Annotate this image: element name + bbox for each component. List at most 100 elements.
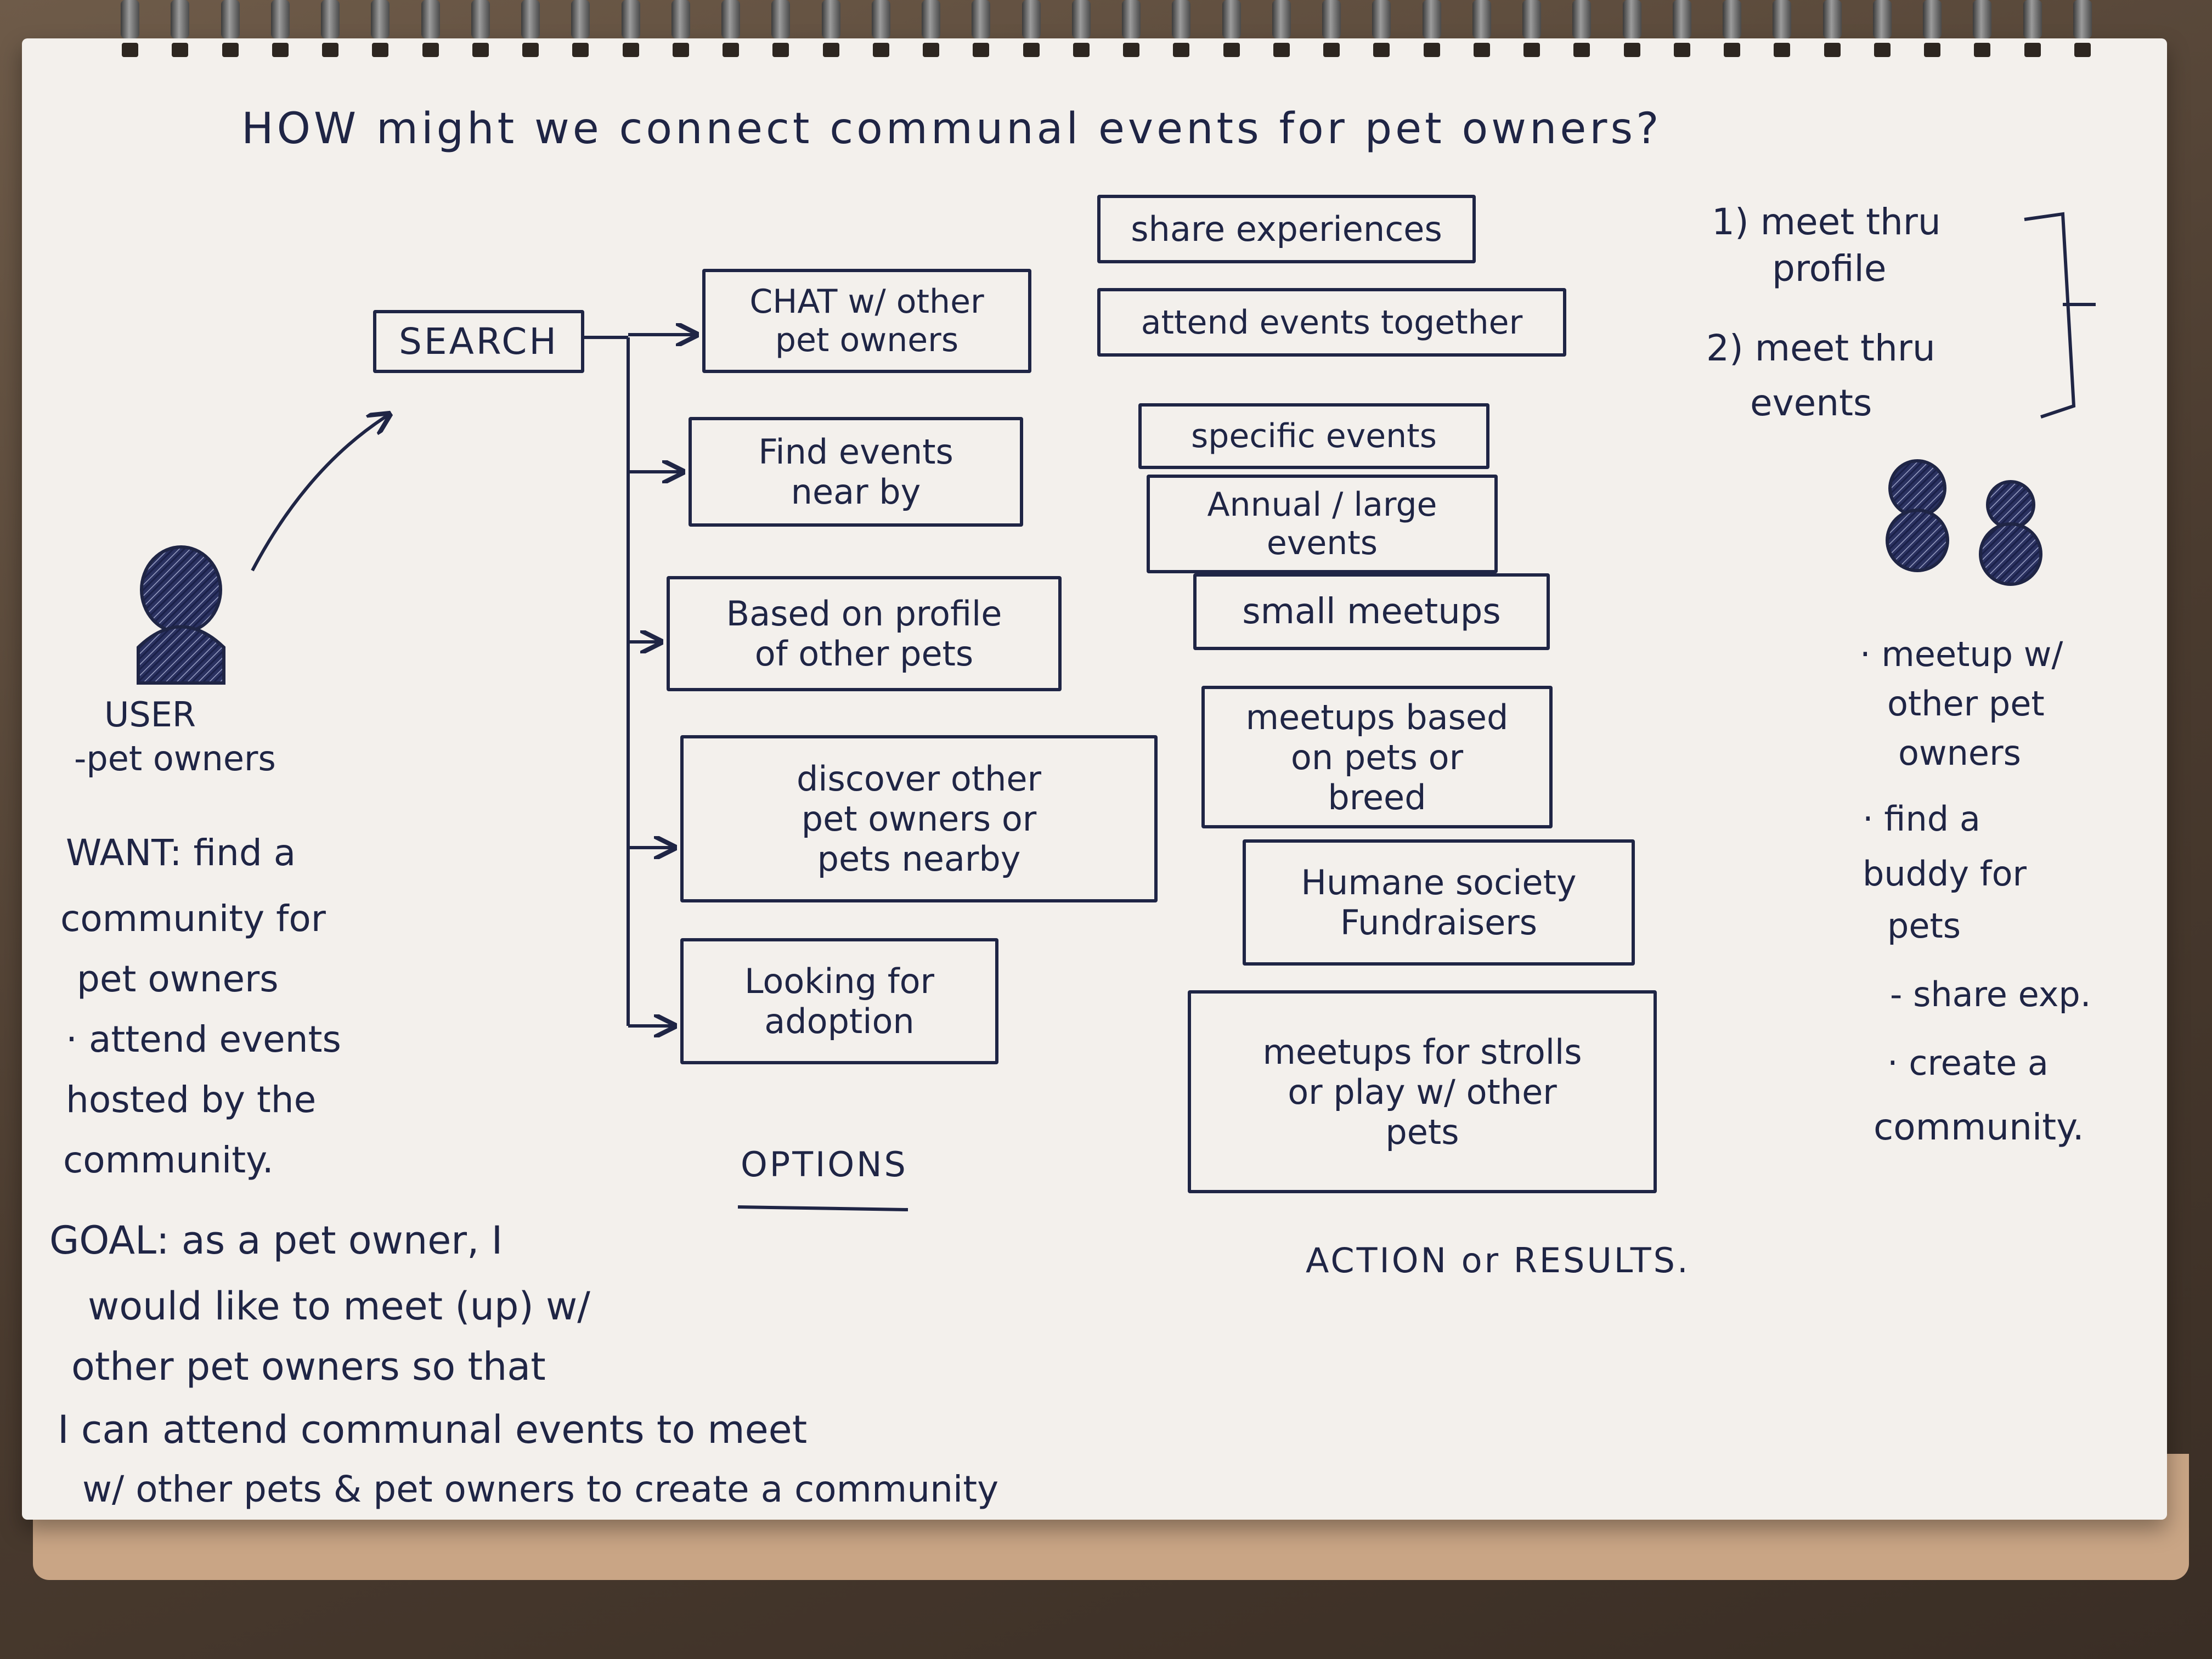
right-bullet: - share exp. [1890, 974, 2091, 1014]
option-line: pet owners or [801, 799, 1037, 839]
result-line: Fundraisers [1340, 902, 1538, 943]
binding-hole [873, 43, 889, 57]
spiral-ring [1172, 0, 1190, 38]
binding-hole [1774, 43, 1790, 57]
search-box: SEARCH [373, 310, 584, 373]
spiral-ring [2073, 0, 2092, 38]
spiral-ring [421, 0, 440, 38]
spiral-ring [1522, 0, 1541, 38]
page-title: HOW might we connect communal events for… [241, 104, 1662, 154]
binding-hole [1573, 43, 1590, 57]
result-line: or play w/ other [1288, 1071, 1557, 1112]
spiral-ring [521, 0, 540, 38]
binding-hole [1323, 43, 1340, 57]
goal-line: GOAL: as a pet owner, I [49, 1218, 503, 1263]
person-icon [137, 545, 225, 685]
binding-hole [823, 43, 839, 57]
result-humane-society: Humane society Fundraisers [1243, 839, 1635, 966]
spiral-ring [672, 0, 690, 38]
method-line: 1) meet thru [1712, 201, 1941, 243]
want-line: community for [60, 898, 326, 940]
binding-hole [1523, 43, 1540, 57]
spiral-ring [1723, 0, 1741, 38]
binding-hole [1373, 43, 1390, 57]
binding-hole [1273, 43, 1290, 57]
spiral-ring [221, 0, 240, 38]
spiral-ring [822, 0, 840, 38]
want-line: WANT: find a [66, 832, 296, 874]
spiral-ring [1472, 0, 1491, 38]
result-specific-events: specific events [1138, 403, 1489, 469]
right-bullet: other pet [1887, 684, 2045, 724]
notebook-page [22, 38, 2167, 1520]
spiral-ring [1673, 0, 1691, 38]
spiral-ring [121, 0, 139, 38]
result-line: specific events [1191, 417, 1437, 455]
binding-hole [422, 43, 439, 57]
option-line: pet owners [775, 321, 959, 359]
result-line: share experiences [1131, 209, 1442, 249]
spiral-ring [1823, 0, 1842, 38]
method-line: events [1750, 382, 1872, 424]
binding-hole [1424, 43, 1440, 57]
want-line: · attend events [66, 1018, 341, 1060]
spiral-ring [1973, 0, 1991, 38]
search-label: SEARCH [398, 320, 559, 363]
spiral-ring [571, 0, 590, 38]
option-line: Find events [758, 432, 953, 472]
option-line: near by [791, 472, 921, 512]
goal-line: other pet owners so that [71, 1344, 546, 1389]
spiral-ring [771, 0, 790, 38]
option-line: CHAT w/ other [749, 283, 984, 321]
spiral-ring [922, 0, 940, 38]
binding-hole [222, 43, 239, 57]
result-line: pets [1385, 1111, 1459, 1152]
methods-bracket [2024, 212, 2076, 419]
spiral-ring [271, 0, 290, 38]
option-find-events: Find events near by [689, 417, 1023, 527]
binding-hole [1223, 43, 1240, 57]
result-strolls: meetups for strolls or play w/ other pet… [1188, 990, 1657, 1193]
user-sublabel: -pet owners [74, 738, 276, 778]
right-bullet: pets [1887, 906, 1961, 946]
result-line: events [1266, 524, 1378, 562]
result-attend-together: attend events together [1097, 288, 1566, 357]
result-meetups-breed: meetups based on pets or breed [1201, 686, 1553, 828]
binding-hole [973, 43, 989, 57]
binding-hole [673, 43, 689, 57]
result-line: meetups for strolls [1262, 1031, 1582, 1072]
result-line: Annual / large [1207, 486, 1437, 524]
method-line: profile [1772, 247, 1887, 290]
result-annual-events: Annual / large events [1147, 475, 1498, 573]
result-line: Humane society [1301, 862, 1577, 902]
binding-hole [1073, 43, 1090, 57]
option-profile: Based on profile of other pets [667, 576, 1062, 691]
spiral-ring [1623, 0, 1641, 38]
right-bullet: · meetup w/ [1860, 634, 2063, 674]
right-bullet: · create a [1887, 1043, 2049, 1083]
user-label: USER [104, 695, 196, 735]
binding-hole [2024, 43, 2041, 57]
option-line: Looking for [744, 961, 935, 1001]
result-line: attend events together [1141, 303, 1523, 342]
binding-hole [1674, 43, 1690, 57]
result-share-experiences: share experiences [1097, 195, 1476, 263]
spiral-ring [321, 0, 340, 38]
option-discover: discover other pet owners or pets nearby [680, 735, 1158, 902]
spiral-ring [1072, 0, 1091, 38]
spiral-ring [1873, 0, 1892, 38]
result-line: small meetups [1242, 591, 1501, 632]
result-line: on pets or [1290, 737, 1464, 777]
result-line: meetups based [1245, 697, 1509, 737]
spiral-ring [972, 0, 990, 38]
result-small-meetups: small meetups [1193, 573, 1550, 650]
spiral-ring [1322, 0, 1341, 38]
binding-hole [372, 43, 388, 57]
binding-hole [572, 43, 589, 57]
pets-icon [1886, 459, 2042, 586]
spiral-ring [622, 0, 640, 38]
binding-hole [272, 43, 289, 57]
binding-hole [322, 43, 338, 57]
spiral-ring [1372, 0, 1391, 38]
result-line: breed [1328, 777, 1426, 817]
